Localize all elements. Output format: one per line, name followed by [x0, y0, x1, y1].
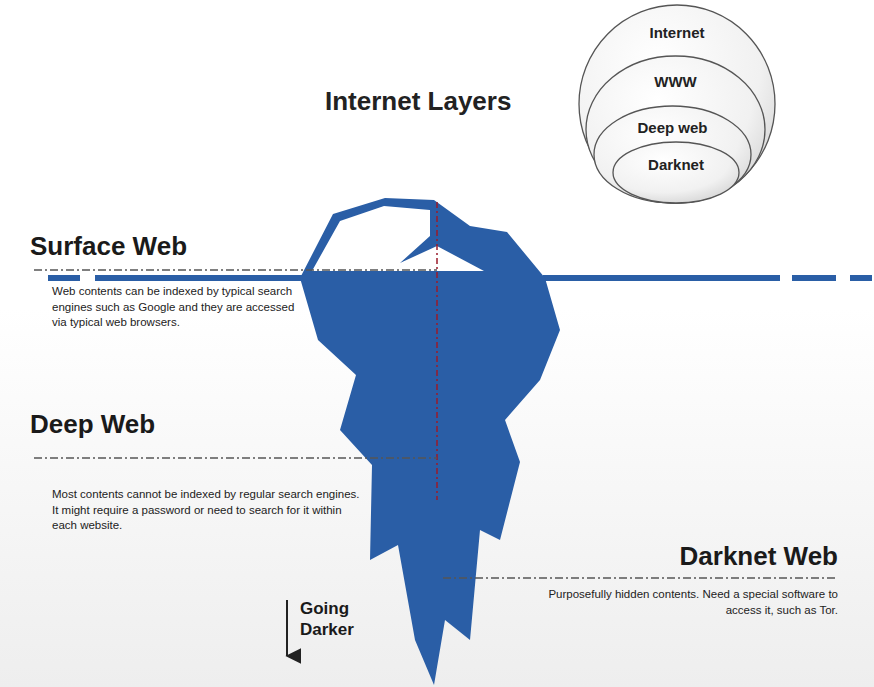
layer-circle: Deep webDarknet [593, 105, 752, 204]
iceberg [300, 198, 560, 685]
layer-description: Purposefully hidden contents. Need a spe… [538, 587, 838, 618]
layer-heading: Darknet Web [538, 540, 838, 573]
layer-name: Internet [578, 24, 776, 41]
depth-arrow [286, 600, 288, 656]
layer-heading: Deep Web [30, 408, 330, 441]
layer-name: WWW [585, 73, 766, 90]
layer-circle: InternetWWW Deep webDarknet [578, 4, 776, 204]
layer-description: Most contents cannot be indexed by regul… [52, 487, 364, 534]
layer-name: Darknet [612, 156, 740, 173]
layer-description: Web contents can be indexed by typical s… [52, 284, 298, 331]
diagram-title: Internet Layers [325, 86, 511, 117]
layer-circle: Darknet [612, 141, 740, 204]
layer-name: Deep web [593, 119, 752, 136]
depth-label: Going Darker [300, 598, 372, 641]
layer-heading: Surface Web [30, 230, 330, 263]
axis-line [436, 202, 438, 500]
layer-circle: WWW Deep webDarknet [585, 55, 766, 204]
iceberg-snow [312, 206, 484, 271]
